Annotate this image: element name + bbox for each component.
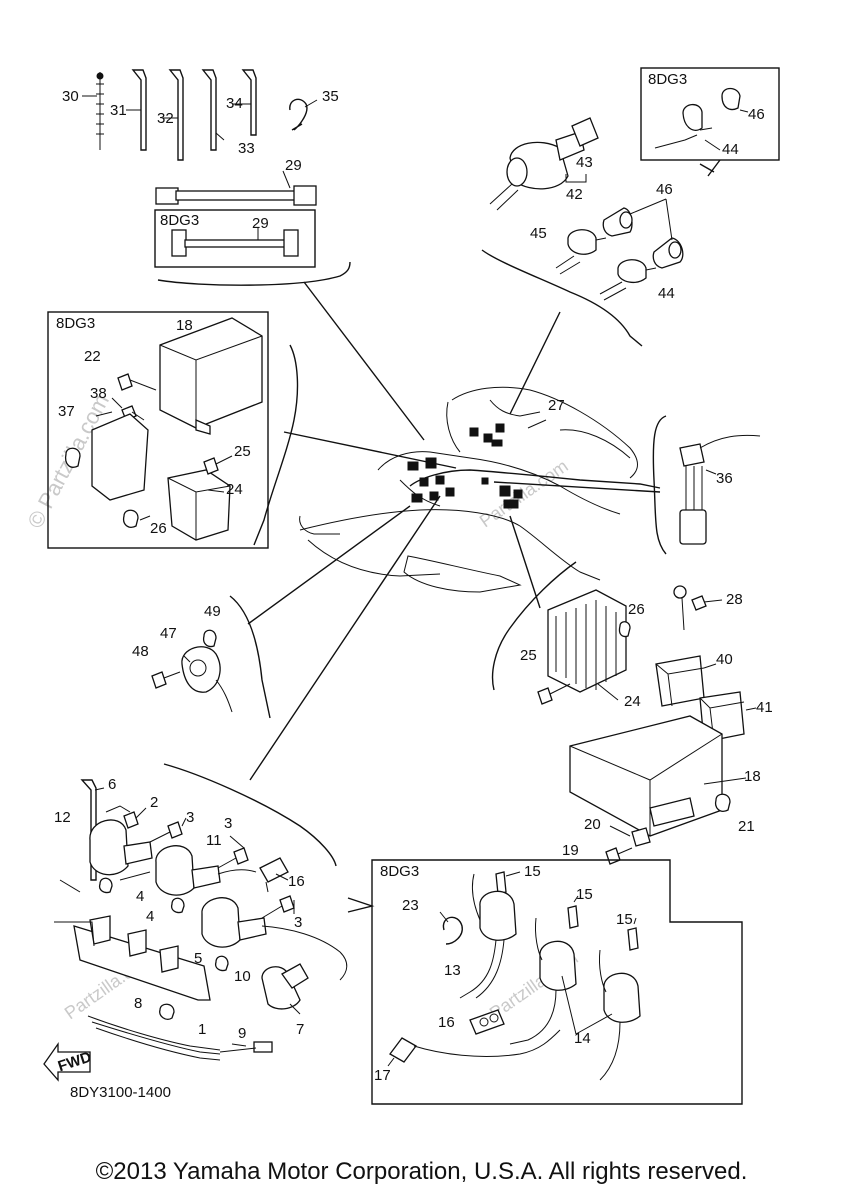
part-label-17: 17 <box>374 1067 391 1084</box>
part-label-27: 27 <box>548 397 565 414</box>
part-label-26: 26 <box>628 601 645 618</box>
coil-box-group <box>347 859 743 1105</box>
part-label-15: 15 <box>616 911 633 928</box>
part-label-29: 29 <box>252 215 269 232</box>
part-label-34: 34 <box>226 95 243 112</box>
part-label-12: 12 <box>54 809 71 826</box>
watermark-text: Partzilla.com <box>476 456 572 531</box>
part-label-2: 2 <box>150 794 158 811</box>
part-label-5: 5 <box>194 950 202 967</box>
sensor-group <box>652 415 761 555</box>
part-label-32: 32 <box>157 110 174 127</box>
fwd-arrow <box>43 1041 91 1082</box>
part-label-22: 22 <box>84 348 101 365</box>
part-label-38: 38 <box>90 385 107 402</box>
part-label-9: 9 <box>238 1025 246 1042</box>
part-labels: 30 31 32 33 34 35 29 8DG3 29 8DG3 46 44 … <box>54 71 773 1101</box>
copyright-footer: ©2013 Yamaha Motor Corporation, U.S.A. A… <box>95 1158 748 1185</box>
part-label-4: 4 <box>136 888 144 905</box>
part-label-35: 35 <box>322 88 339 105</box>
part-label-28: 28 <box>726 591 743 608</box>
part-label-14: 14 <box>574 1030 591 1047</box>
part-label-31: 31 <box>110 102 127 119</box>
ignition-coil-group <box>43 763 348 1082</box>
part-label-24: 24 <box>624 693 641 710</box>
part-label-3: 3 <box>186 809 194 826</box>
part-label-8: 8 <box>134 995 142 1012</box>
part-label-45: 45 <box>530 225 547 242</box>
switch-group <box>481 67 780 347</box>
model-tag: 8DG3 <box>380 863 419 880</box>
part-label-19: 19 <box>562 842 579 859</box>
regulator-group <box>491 561 757 865</box>
part-label-40: 40 <box>716 651 733 668</box>
part-label-21: 21 <box>738 818 755 835</box>
part-label-3: 3 <box>294 914 302 931</box>
part-label-11: 11 <box>206 832 222 849</box>
model-tag: 8DG3 <box>160 212 199 229</box>
part-label-24: 24 <box>226 481 243 498</box>
part-label-15: 15 <box>524 863 541 880</box>
part-label-7: 7 <box>296 1021 304 1038</box>
drawing-code: 8DY3100-1400 <box>70 1084 171 1101</box>
part-label-6: 6 <box>108 776 116 793</box>
part-label-29: 29 <box>285 157 302 174</box>
part-label-26: 26 <box>150 520 167 537</box>
part-label-33: 33 <box>238 140 255 157</box>
part-label-46: 46 <box>748 106 765 123</box>
part-label-25: 25 <box>234 443 251 460</box>
part-label-3: 3 <box>224 815 232 832</box>
part-label-49: 49 <box>204 603 221 620</box>
part-label-46: 46 <box>656 181 673 198</box>
part-label-4: 4 <box>146 908 154 925</box>
part-label-44: 44 <box>722 141 739 158</box>
snowmobile-outline <box>299 386 661 593</box>
part-label-48: 48 <box>132 643 149 660</box>
part-label-36: 36 <box>716 470 733 487</box>
part-label-23: 23 <box>402 897 419 914</box>
part-label-18: 18 <box>744 768 761 785</box>
cable-tie-group <box>82 69 351 286</box>
part-label-10: 10 <box>234 968 251 985</box>
throttle-sensor-group <box>151 595 271 719</box>
part-label-18: 18 <box>176 317 193 334</box>
part-label-43: 43 <box>576 154 593 171</box>
part-label-44: 44 <box>658 285 675 302</box>
model-tag: 8DG3 <box>648 71 687 88</box>
part-label-41: 41 <box>756 699 773 716</box>
part-label-25: 25 <box>520 647 537 664</box>
part-label-1: 1 <box>198 1021 206 1038</box>
part-label-37: 37 <box>58 403 75 420</box>
part-label-16: 16 <box>438 1014 455 1031</box>
part-label-16: 16 <box>288 873 305 890</box>
model-tag: 8DG3 <box>56 315 95 332</box>
part-label-20: 20 <box>584 816 601 833</box>
part-label-13: 13 <box>444 962 461 979</box>
part-label-15: 15 <box>576 886 593 903</box>
part-label-42: 42 <box>566 186 583 203</box>
part-label-47: 47 <box>160 625 177 642</box>
cdi-box-group <box>47 311 299 549</box>
part-label-30: 30 <box>62 88 79 105</box>
callout-lines <box>247 281 661 781</box>
